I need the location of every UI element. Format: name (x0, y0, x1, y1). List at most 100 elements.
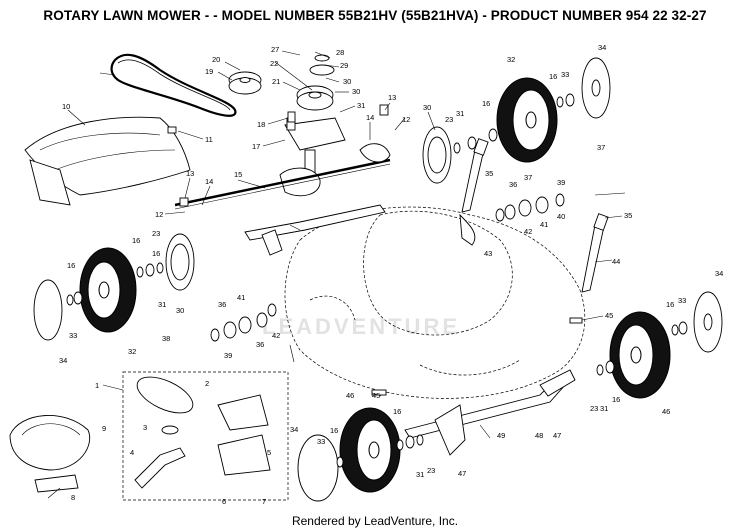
callout-42a: 42 (524, 227, 532, 236)
callout-24: 27 (271, 45, 279, 54)
callout-46a: 46 (662, 407, 670, 416)
mower-deck (284, 206, 586, 399)
callout-labels: 20 19 27 22 2 1 28 29 30 30 31 10 11 18 1… (59, 43, 723, 506)
callout-36a: 36 (509, 180, 517, 189)
callout-41b: 41 (237, 293, 245, 302)
callout-32a: 32 (507, 55, 515, 64)
callout-40: 40 (557, 212, 565, 221)
callout-37b: 36 (218, 300, 226, 309)
drive-gears-30 (165, 126, 452, 291)
callout-20: 20 (212, 55, 220, 64)
gearbox-assembly (174, 117, 391, 210)
callout-18: 18 (257, 120, 265, 129)
wheel-front-left-32 (79, 247, 137, 333)
callout-14b: 14 (205, 177, 213, 186)
callout-25: 28 (336, 48, 344, 57)
rear-cover (24, 116, 191, 206)
callout-4: 4 (130, 448, 134, 457)
kit-box (122, 371, 289, 501)
wheel-rear-right-32 (496, 77, 558, 163)
callout-3: 3 (143, 423, 147, 432)
callout-48: 48 (535, 431, 543, 440)
callout-32b: 32 (128, 347, 136, 356)
callout-16g: 16 (612, 395, 620, 404)
callout-15: 15 (234, 170, 242, 179)
callout-47b: 47 (458, 469, 466, 478)
callout-30a: 30 (423, 103, 431, 112)
callout-23d: 23 (427, 466, 435, 475)
callout-14a: 14 (366, 113, 374, 122)
callout-30b: 30 (176, 306, 184, 315)
callout-8: 8 (71, 493, 75, 502)
callout-31b: 31 (158, 300, 166, 309)
callout-37a: 37 (524, 173, 532, 182)
watermark: LEADVENTURE (262, 314, 460, 339)
callout-19: 19 (205, 67, 213, 76)
bracket-53 (244, 204, 386, 256)
callout-34c: 34 (715, 269, 723, 278)
callout-35b: 35 (624, 211, 632, 220)
callout-46b: 46 (346, 391, 354, 400)
diagram-title: ROTARY LAWN MOWER - - MODEL NUMBER 55B21… (43, 8, 707, 23)
callout-9: 9 (102, 424, 106, 433)
callout-6: 6 (222, 497, 226, 506)
gear-pack-left (210, 303, 277, 342)
callout-23a: 23 (445, 115, 453, 124)
footer-credit: Rendered by LeadVenture, Inc. (291, 514, 459, 528)
drive-belt (110, 53, 237, 117)
callout-12b: 12 (155, 210, 163, 219)
callout-23c: 23 (590, 404, 598, 413)
callout-16i: 16 (330, 426, 338, 435)
callout-13a: 13 (388, 93, 396, 102)
callout-7: 7 (262, 497, 266, 506)
callout-31d: 31 (416, 470, 424, 479)
rear-bar-49 (404, 369, 576, 456)
callout-31c: 31 (600, 404, 608, 413)
callout-16d: 16 (67, 261, 75, 270)
callout-23b: 23 (152, 229, 160, 238)
callout-16f: 16 (666, 300, 674, 309)
callout-17: 17 (252, 142, 260, 151)
callout-13b: 13 (186, 169, 194, 178)
callout-29: 31 (357, 101, 365, 110)
callout-11: 11 (205, 135, 213, 144)
callout-33a: 33 (561, 70, 569, 79)
callout-5: 5 (267, 448, 271, 457)
callout-36b: 36 (256, 340, 264, 349)
pulleys (228, 54, 335, 111)
wheel-right-46 (609, 311, 671, 399)
callout-39b: 39 (224, 351, 232, 360)
callout-16c: 16 (132, 236, 140, 245)
wheel-front-46 (339, 407, 401, 493)
callout-16a: 16 (482, 99, 490, 108)
callout-22: 22 (270, 59, 278, 68)
callout-44: 44 (612, 257, 620, 266)
callout-26: 29 (340, 61, 348, 70)
callout-33b: 33 (69, 331, 77, 340)
callout-2: 2 (205, 379, 209, 388)
leader-lines (47, 50, 626, 499)
callout-33d: 33 (317, 437, 325, 446)
chute (9, 415, 90, 493)
callout-38a: 37 (597, 143, 605, 152)
callout-1: 1 (95, 381, 99, 390)
callout-35a: 35 (485, 169, 493, 178)
hubcaps (33, 57, 723, 502)
callout-27: 30 (343, 77, 351, 86)
callout-45b: 45 (372, 391, 380, 400)
height-levers (459, 138, 609, 293)
callout-43: 43 (484, 249, 492, 258)
callout-28: 30 (352, 87, 360, 96)
callout-47a: 47 (553, 431, 561, 440)
callout-39: 39 (557, 178, 565, 187)
callout-33c: 33 (678, 296, 686, 305)
callout-16h: 16 (393, 407, 401, 416)
callout-45a: 45 (605, 311, 613, 320)
callout-10: 10 (62, 102, 70, 111)
callout-49: 49 (497, 431, 505, 440)
callout-38b: 38 (162, 334, 170, 343)
callout-16b: 16 (549, 72, 557, 81)
callout-16e: 16 (152, 249, 160, 258)
callout-34a: 34 (598, 43, 606, 52)
